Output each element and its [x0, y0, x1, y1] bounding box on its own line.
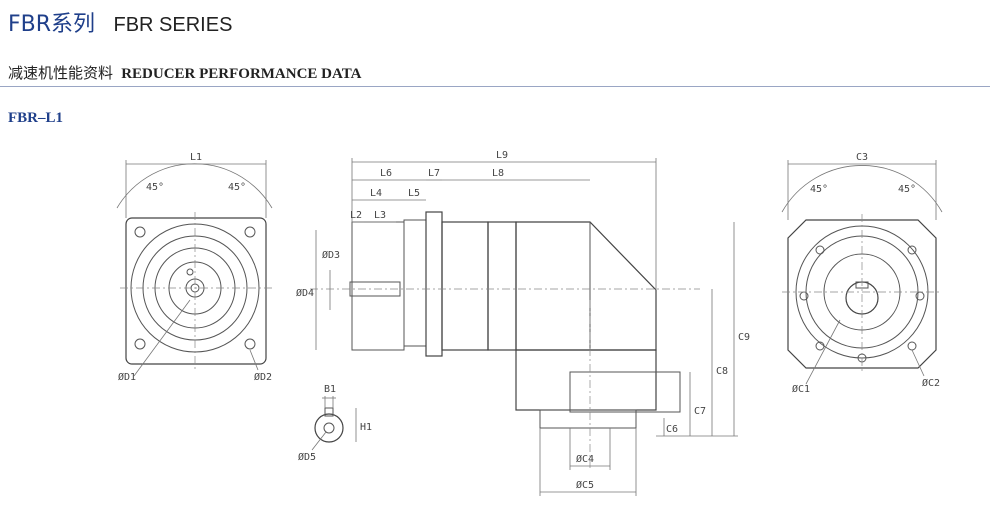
dim-c5: ØC5	[576, 479, 594, 491]
mount-hole-bl	[134, 338, 146, 350]
series-title-en: FBR SERIES	[113, 14, 233, 36]
input-key-hole	[186, 268, 194, 276]
dim-b1: B1	[324, 384, 336, 395]
output-angle-arc	[781, 165, 943, 213]
shaft-section-detail: B1 H1 ØD5	[298, 384, 372, 463]
dim-d2: ØD2	[254, 371, 272, 383]
output-hole-tl	[815, 245, 825, 255]
shaft-key	[324, 407, 334, 417]
dim-c6: C6	[666, 424, 678, 435]
output-hole-l	[799, 291, 809, 301]
output-hole-r	[915, 291, 925, 301]
d5-leader	[311, 431, 327, 451]
dim-c4: ØC4	[576, 453, 594, 465]
dim-c3: C3	[856, 152, 868, 163]
front-view-output: C3 45° 45° ØC1 ØC2	[781, 152, 943, 395]
model-label: FBR–L1	[8, 110, 64, 126]
input-angle-arc	[116, 163, 273, 209]
c1-leader	[805, 319, 841, 385]
right-angle-head	[515, 221, 657, 351]
dim-d1: ØD1	[118, 371, 136, 383]
angle-right-output: 45°	[898, 184, 916, 195]
side-view: L9 L6 L7 L8 L4 L5 L2 L3 ØD4 ØD3 C9 C8 C7…	[296, 150, 750, 496]
dim-l4: L4	[370, 188, 382, 199]
dim-h1: H1	[360, 422, 372, 433]
page-header: FBR系列 FBR SERIES	[8, 6, 232, 38]
dim-c8: C8	[716, 366, 728, 377]
mount-hole-br	[244, 338, 256, 350]
section-title-zh: 减速机性能资料	[8, 64, 114, 82]
d1-leader	[133, 299, 191, 377]
dim-l2: L2	[350, 210, 362, 221]
section-heading: 减速机性能资料 REDUCER PERFORMANCE DATA	[8, 62, 361, 83]
angle-right-input: 45°	[228, 182, 246, 193]
section-title-en: REDUCER PERFORMANCE DATA	[121, 66, 362, 82]
dim-l8: L8	[492, 168, 504, 179]
mount-hole-tl	[134, 226, 146, 238]
body-section-1	[441, 221, 489, 351]
lower-housing	[515, 349, 657, 411]
front-view-input: L1 45° 45° ØD1 ØD2	[116, 152, 273, 383]
output-shaft-side	[569, 371, 681, 413]
section-divider	[0, 86, 990, 87]
d2-leader	[249, 349, 259, 371]
dim-d5: ØD5	[298, 451, 316, 463]
output-flange-outline	[787, 219, 937, 369]
shaft-section-inner	[323, 422, 335, 434]
dim-c2: ØC2	[922, 377, 940, 389]
input-flange-outline	[125, 217, 267, 365]
dim-l7: L7	[428, 168, 440, 179]
output-shaft-housing	[351, 221, 405, 351]
mount-hole-tr	[244, 226, 256, 238]
dim-c9: C9	[738, 332, 750, 343]
dim-l6: L6	[380, 168, 392, 179]
dim-l9: L9	[496, 150, 508, 161]
dim-c7: C7	[694, 406, 706, 417]
output-hole-tr	[907, 245, 917, 255]
dim-d4: ØD4	[296, 287, 314, 299]
dim-d3: ØD3	[322, 249, 340, 261]
dim-l1: L1	[190, 152, 202, 163]
output-flange	[539, 409, 637, 429]
flange-plate	[403, 219, 427, 347]
body-section-2	[487, 221, 517, 351]
output-hole-br	[907, 341, 917, 351]
dim-l3: L3	[374, 210, 386, 221]
dim-l5: L5	[408, 188, 420, 199]
c2-leader	[911, 349, 925, 377]
dim-c1: ØC1	[792, 383, 810, 395]
angle-left-output: 45°	[810, 184, 828, 195]
output-hole-bl	[815, 341, 825, 351]
shaft-section-outer	[314, 413, 344, 443]
series-title-zh: FBR系列	[8, 12, 96, 37]
flange-ring	[425, 211, 443, 357]
angle-left-input: 45°	[146, 182, 164, 193]
